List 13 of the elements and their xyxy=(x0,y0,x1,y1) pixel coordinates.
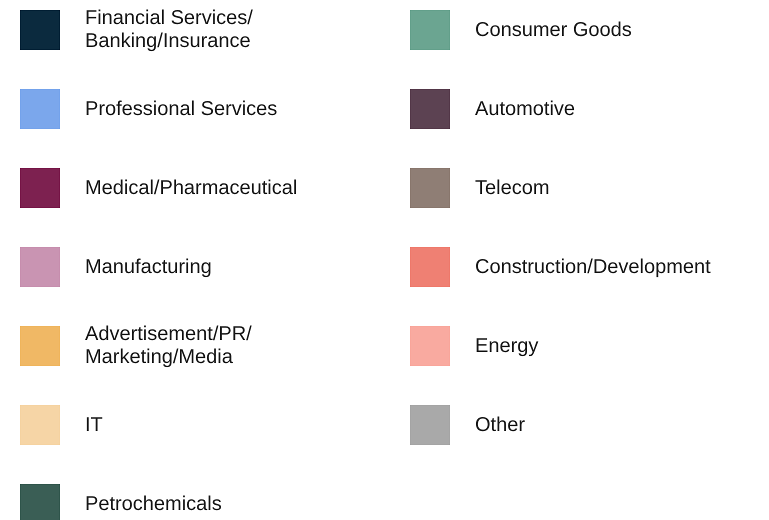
legend-label: Energy xyxy=(475,334,540,358)
legend-label: Other xyxy=(475,414,526,436)
legend-label: Financial Services/ Banking/Insurance xyxy=(85,7,254,53)
legend-label: Advertisement/PR/ Marketing/Media xyxy=(85,323,253,369)
legend-label: IT xyxy=(85,414,104,436)
legend-label: Manufacturing xyxy=(85,256,213,278)
legend-label: Petrochemicals xyxy=(85,492,223,516)
legend-label: Consumer Goods xyxy=(475,18,633,42)
legend-label: Automotive xyxy=(475,98,576,120)
legend-label: Professional Services xyxy=(85,98,278,120)
legend-label: Construction/Development xyxy=(475,256,712,278)
legend-label: Medical/Pharmaceutical xyxy=(85,176,298,200)
legend-label: Telecom xyxy=(475,176,550,200)
